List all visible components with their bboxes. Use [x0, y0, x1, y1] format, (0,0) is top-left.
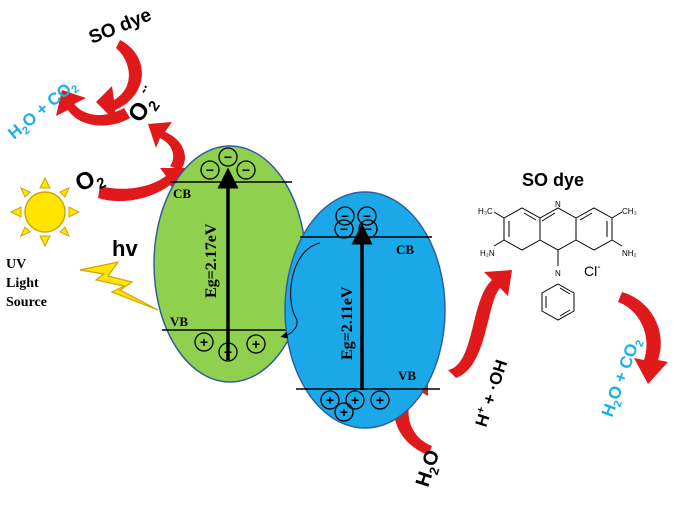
red-arrow-to-h2o-co2-left: [56, 90, 130, 126]
sun-icon: [9, 176, 81, 248]
plus-sign: +: [326, 392, 334, 408]
svg-text:H2O: H2O: [412, 447, 447, 490]
so-dye-right-label: SO dye: [522, 170, 584, 190]
uv-light-source-label: UV Light Source: [6, 257, 47, 310]
charges: [194, 147, 390, 422]
left-cb-electrons: [200, 147, 256, 180]
cl-label: Cl-: [584, 262, 601, 279]
n-top-label: N: [555, 200, 561, 209]
svg-text:H+ + ·OH: H+ + ·OH: [471, 357, 511, 429]
minus-sign: −: [224, 149, 232, 165]
svg-text:UV: UV: [6, 257, 26, 272]
cb-right-label: CB: [396, 242, 414, 257]
svg-text:H2O + CO2: H2O + CO2: [598, 335, 647, 420]
n-mid-label: N: [555, 269, 561, 278]
eg-left-label: Eg=2.17eV: [203, 223, 220, 298]
ch3-left-label: H₃C: [478, 207, 493, 216]
vb-right-label: VB: [398, 368, 416, 383]
svg-text:Light: Light: [6, 276, 39, 291]
svg-text:Cl-: Cl-: [584, 262, 601, 279]
plus-sign: +: [340, 404, 348, 420]
vb-left-label: VB: [170, 314, 188, 329]
right-ellipse: [284, 191, 446, 429]
h-oh-label: H+ + ·OH: [471, 357, 511, 429]
svg-text:Source: Source: [6, 295, 47, 310]
h2o-bottom-label: H2O: [412, 447, 447, 490]
minus-sign: −: [206, 162, 214, 178]
red-arrow-o2-to-cb: [98, 168, 186, 202]
right-vb-holes: [320, 390, 390, 422]
cb-left-label: CB: [173, 186, 191, 201]
lightning-bolt-icon: [79, 261, 159, 311]
left-vb-holes: [194, 332, 266, 362]
minus-sign: −: [242, 162, 250, 178]
plus-sign: +: [351, 392, 359, 408]
plus-sign: +: [376, 392, 384, 408]
hv-label: hv: [112, 236, 138, 261]
red-arrow-so-dye-right: [618, 292, 668, 384]
nh2-right-label: NH₂: [622, 249, 637, 258]
nh2-left-label: H₂N: [480, 249, 495, 258]
red-arrow-vb-to-oh: [448, 270, 512, 378]
minus-sign: −: [341, 208, 349, 224]
red-arrow-so-dye-top: [96, 40, 142, 124]
plus-sign: +: [200, 334, 208, 350]
minus-sign: −: [363, 208, 371, 224]
minus-sign: −: [364, 221, 372, 237]
so-dye-molecule: [493, 207, 623, 321]
right-cb-electrons: [334, 206, 378, 239]
electron-transfer-arrow: [280, 242, 321, 339]
plus-sign: +: [252, 336, 260, 352]
minus-sign: −: [340, 221, 348, 237]
eg-right-label: Eg=2.11eV: [339, 286, 356, 360]
plus-sign: +: [224, 344, 232, 360]
ch3-right-label: CH₃: [622, 207, 637, 216]
red-arrow-cb-to-o2: [148, 122, 185, 170]
h2o-co2-right: H2O + CO2: [598, 335, 647, 420]
right-semiconductor: [280, 191, 446, 429]
